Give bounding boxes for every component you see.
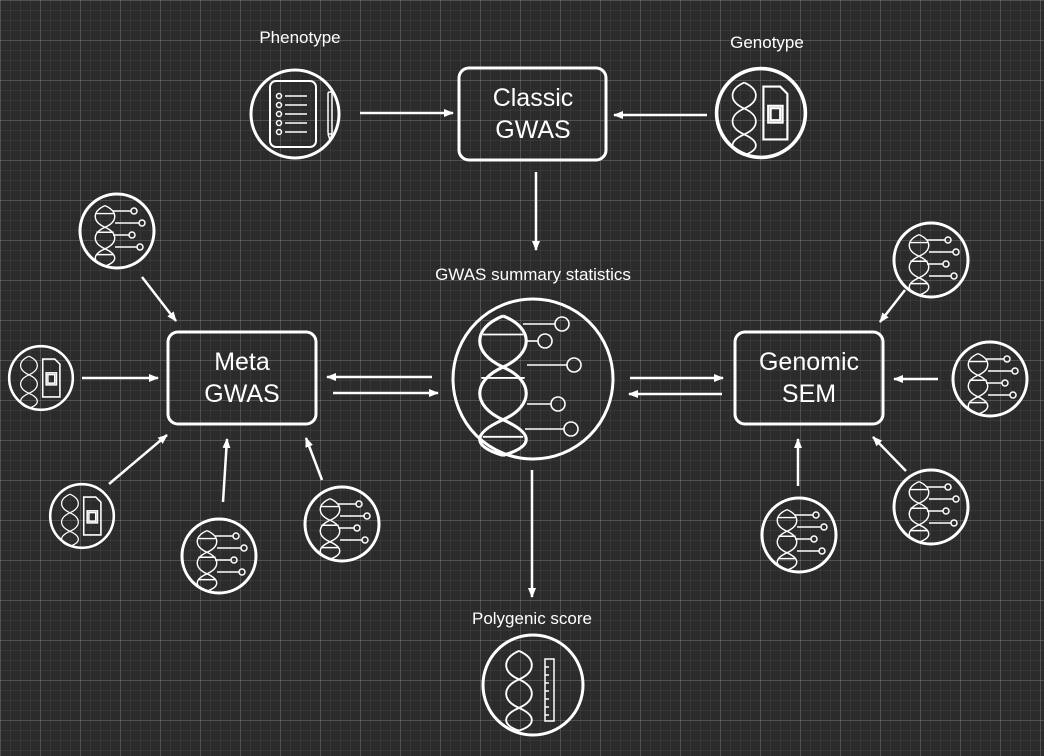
genotype-label: Genotype [730,33,804,52]
meta-input-variants-icon-4 [180,517,258,595]
summary-statistics-icon [451,297,615,461]
genomic-sem-line2: SEM [782,380,836,408]
classic-gwas-line2: GWAS [495,116,570,144]
meta-gwas-box: Meta GWAS [166,330,318,426]
genomic-input-variants-icon-1 [892,221,970,299]
polygenic-score-label: Polygenic score [472,609,592,628]
arrow-meta-input-3 [108,434,168,485]
classic-gwas-box: Classic GWAS [457,66,608,162]
phenotype-label: Phenotype [259,28,340,47]
arrow-meta-input-4 [221,438,231,503]
polygenic-score-icon [481,633,585,737]
arrow-meta-input-1 [141,276,177,322]
genomic-input-variants-icon-3 [760,496,838,574]
arrow-genomic-input-1 [879,289,906,323]
genomic-sem-box: Genomic SEM [733,330,885,426]
meta-input-variants-icon-1 [78,192,156,270]
arrow-genomic-input-4 [872,436,907,472]
genomic-sem-line1: Genomic [759,348,859,376]
classic-gwas-line1: Classic [493,84,574,112]
arrows [82,109,938,598]
meta-gwas-line2: GWAS [204,380,279,408]
meta-input-genotype-icon-3 [48,482,116,550]
genotype-chip-icon [714,66,808,160]
meta-input-variants-icon-5 [303,485,381,563]
genomic-input-variants-icon-4 [892,468,970,546]
summary-stats-label: GWAS summary statistics [435,265,631,284]
genomic-input-variants-icon-2 [951,340,1029,418]
meta-gwas-line1: Meta [214,348,270,376]
meta-input-genotype-icon-2 [7,344,75,412]
clipboard-icon [249,68,341,160]
arrow-meta-input-5 [304,437,324,481]
